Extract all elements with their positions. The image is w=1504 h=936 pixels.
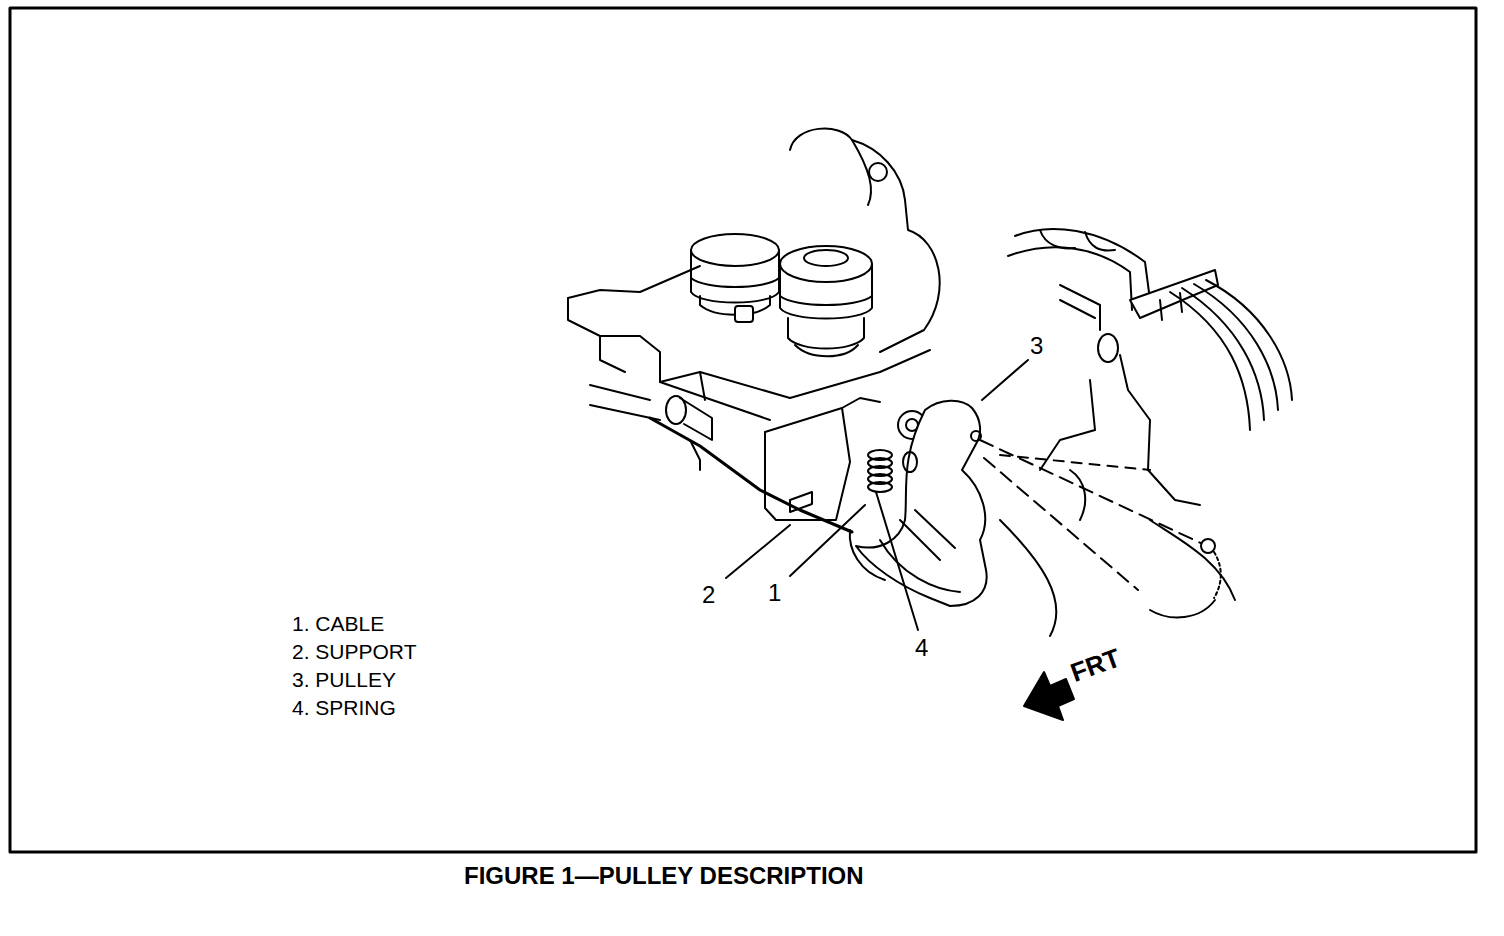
parts-list-item: 2. SUPPORT [292, 641, 416, 662]
cable-path [980, 440, 1205, 545]
fuel-lines [1000, 229, 1292, 636]
cable-path [984, 458, 1138, 590]
parts-list-item: 1. CABLE [292, 613, 384, 634]
spring-coil [868, 450, 892, 492]
callout-number: 4 [915, 636, 928, 660]
callout-number: 3 [1030, 334, 1043, 358]
parts-list-item: 3. PULLEY [292, 669, 396, 690]
leader-line [726, 360, 1028, 630]
callout-number: 2 [702, 583, 715, 607]
callout-number: 1 [768, 581, 781, 605]
front-indicator: FRT [1067, 644, 1123, 686]
throttle-body [568, 129, 987, 606]
figure-caption: FIGURE 1—PULLEY DESCRIPTION [464, 864, 864, 888]
cable-end [1201, 539, 1215, 553]
front-arrow [1024, 672, 1074, 720]
figure-border [10, 8, 1476, 852]
parts-list-item: 4. SPRING [292, 697, 396, 718]
cable-path [1000, 455, 1150, 470]
